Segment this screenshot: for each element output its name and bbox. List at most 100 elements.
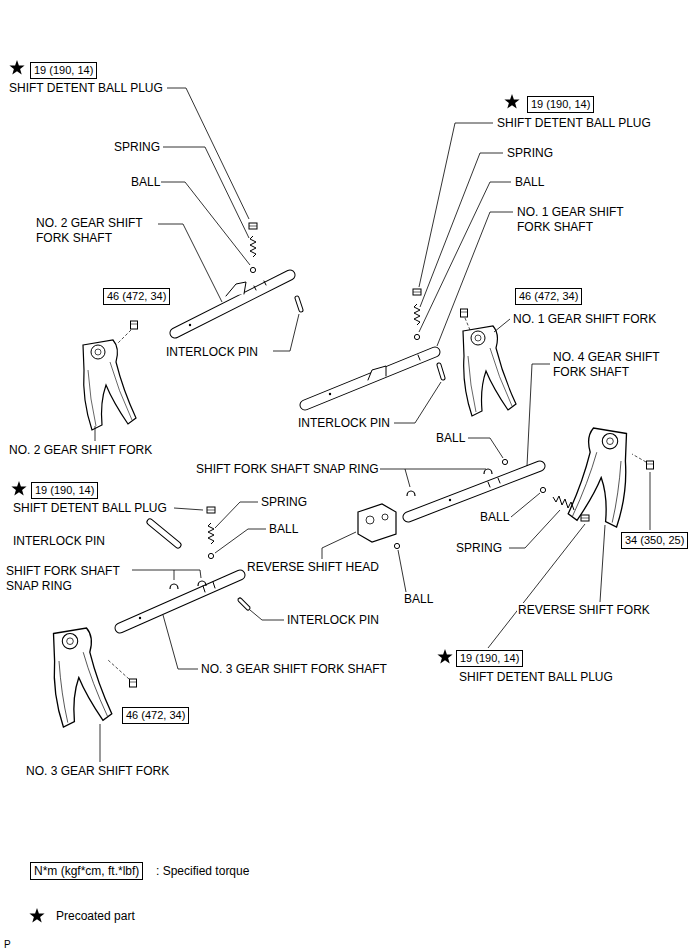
part-label: SPRING (113, 140, 161, 155)
part-label: SPRING (260, 495, 308, 510)
interlock-pin (150, 522, 178, 545)
leader-line (494, 319, 510, 332)
part-label: NO. 3 GEAR SHIFT FORK (25, 764, 170, 779)
leader-line (95, 426, 96, 441)
detent-parts (394, 543, 399, 548)
reverse-shift-head (358, 504, 396, 542)
shift-fork (54, 628, 112, 727)
part-label: BALL (130, 175, 161, 190)
leader-line (509, 510, 560, 548)
part-label: BALL (479, 510, 510, 525)
fork-bolt (632, 454, 646, 462)
fork-shaft (175, 275, 290, 333)
fork-shaft (305, 352, 435, 405)
detent-parts (414, 334, 419, 339)
fork-shaft (213, 582, 215, 588)
detent-parts (207, 223, 589, 559)
detent-parts (207, 507, 215, 513)
fork-shaft (120, 575, 240, 628)
fork-shaft (368, 366, 386, 380)
leader-line (405, 469, 410, 487)
part-label: NO. 2 GEAR SHIFT FORK (8, 443, 153, 458)
fork-shaft (498, 478, 500, 483)
fork-bolt (130, 679, 137, 687)
leader-line (419, 123, 493, 287)
shift-fork (568, 428, 626, 527)
star-symbol (9, 60, 24, 75)
leader-line (398, 550, 406, 592)
part-label: INTERLOCK PIN (12, 534, 106, 549)
fork-shaft (226, 282, 246, 296)
legend-text: : Specified torque (155, 864, 250, 879)
shift-fork (54, 326, 627, 727)
leader-line (376, 469, 486, 470)
snap-ring (198, 581, 206, 586)
fork-shaft (449, 499, 451, 501)
leader-line (174, 508, 203, 510)
page-mark: P (3, 937, 12, 949)
fork-shaft (264, 281, 266, 285)
fork-shaft (254, 286, 256, 290)
snap-ring (170, 584, 178, 589)
leader-line (394, 382, 441, 423)
leader-line (650, 472, 651, 530)
torque-text: 19 (190, 14) (531, 98, 590, 110)
part-label: REVERSE SHIFT FORK (517, 603, 651, 618)
torque-text: 46 (472, 34) (126, 709, 185, 721)
star-symbol (9, 60, 519, 923)
part-label: NO. 3 GEAR SHIFT FORK SHAFT (200, 662, 388, 677)
part-label: INTERLOCK PIN (297, 416, 391, 431)
leader-line (200, 570, 201, 578)
interlock-pin (240, 600, 248, 608)
fork-bolt (461, 309, 468, 317)
part-label: NO. 2 GEAR SHIFT FORK SHAFT (35, 216, 157, 246)
part-label: SHIFT DETENT BALL PLUG (458, 670, 614, 685)
leader-line (161, 182, 250, 265)
part-label: NO. 1 GEAR SHIFT FORK (512, 312, 657, 327)
part-label: INTERLOCK PIN (286, 613, 380, 628)
interlock-pin (297, 298, 301, 310)
part-label: SHIFT DETENT BALL PLUG (8, 81, 164, 96)
interlock-pin (150, 298, 443, 608)
torque-text: N*m (kgf*cm, ft.*lbf) (34, 864, 139, 878)
snap-ring (170, 469, 492, 589)
leader-line (215, 502, 258, 528)
part-label: SHIFT FORK SHAFT SNAP RING (195, 462, 380, 477)
leader-line (419, 182, 511, 332)
torque-text: 19 (190, 14) (35, 484, 94, 496)
detent-parts (208, 523, 214, 544)
torque-box: 34 (350, 25) (621, 532, 688, 549)
torque-text: 46 (472, 34) (107, 290, 166, 302)
detent-parts (553, 496, 574, 510)
part-label: NO. 1 GEAR SHIFT FORK SHAFT (516, 205, 638, 235)
leader-line (511, 493, 540, 517)
detent-parts (414, 304, 420, 325)
leader-line (95, 88, 650, 762)
fork-bolt (131, 321, 138, 329)
part-label: BALL (403, 592, 434, 607)
torque-box: 46 (472, 34) (515, 288, 582, 305)
fork-bolt (118, 330, 131, 343)
leader-line (600, 525, 605, 602)
detent-parts (250, 267, 255, 272)
interlock-pin (297, 298, 301, 310)
fork-bolt (647, 461, 654, 469)
interlock-pin (439, 365, 443, 378)
fork-shaft (329, 393, 331, 395)
part-label: BALL (514, 175, 545, 190)
part-label: BALL (435, 431, 466, 446)
reverse-shift-head (382, 514, 388, 520)
detent-parts (249, 223, 257, 229)
legend-text: Precoated part (55, 909, 136, 924)
fork-shaft (139, 617, 141, 619)
torque-text: 19 (190, 14) (34, 64, 93, 76)
detent-parts (208, 553, 213, 558)
fork-bolt (465, 318, 470, 330)
fork-bolt (108, 660, 129, 679)
leader-line (437, 212, 513, 346)
part-label: BALL (268, 522, 299, 537)
reverse-shift-head (366, 516, 374, 524)
fork-shaft (408, 466, 540, 517)
star-symbol (11, 481, 26, 496)
